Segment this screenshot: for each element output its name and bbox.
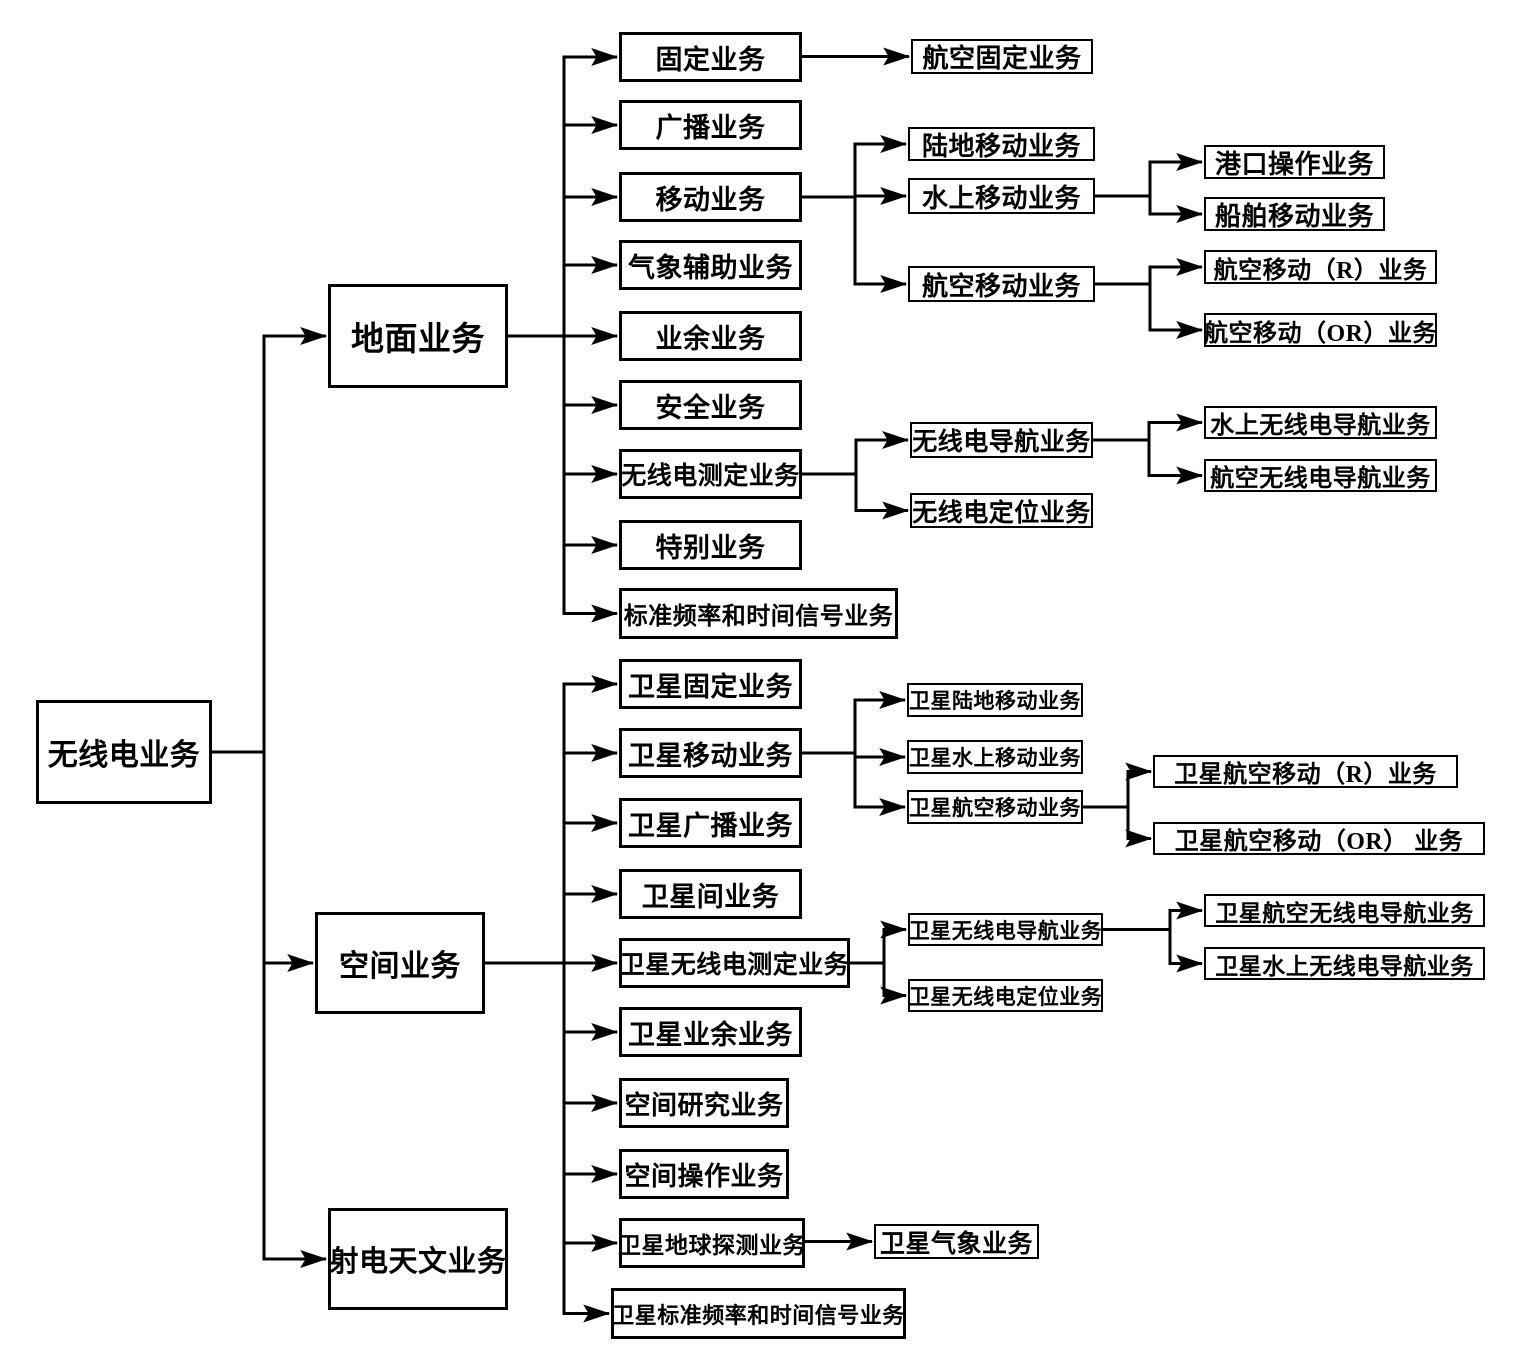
node-radionavigation: 无线电导航业务 xyxy=(910,422,1093,458)
node-maritime-mobile: 水上移动业务 xyxy=(908,178,1095,214)
node-sat-broadcasting: 卫星广播业务 xyxy=(619,798,802,848)
node-sat-aero-radionav: 卫星航空无线电导航业务 xyxy=(1204,894,1485,927)
node-ship-movement: 船舶移动业务 xyxy=(1204,197,1385,231)
node-maritime-radionav: 水上无线电导航业务 xyxy=(1204,406,1437,439)
node-special: 特别业务 xyxy=(619,520,802,570)
node-radiodetermination: 无线电测定业务 xyxy=(619,449,802,499)
node-sat-radiolocation: 卫星无线电定位业务 xyxy=(908,979,1103,1012)
node-radiolocation: 无线电定位业务 xyxy=(910,493,1093,528)
node-sat-maritime-radionav: 卫星水上无线电导航业务 xyxy=(1204,947,1485,980)
node-sat-aero-mobile-r: 卫星航空移动（R）业务 xyxy=(1153,755,1458,788)
node-met-aids: 气象辅助业务 xyxy=(619,240,802,290)
node-space-research: 空间研究业务 xyxy=(619,1078,789,1128)
node-sat-fixed: 卫星固定业务 xyxy=(619,659,802,709)
node-fixed: 固定业务 xyxy=(619,32,802,82)
node-safety: 安全业务 xyxy=(619,380,802,430)
node-sat-amateur: 卫星业余业务 xyxy=(619,1007,802,1057)
node-sat-std-freq-time: 卫星标准频率和时间信号业务 xyxy=(611,1288,906,1339)
node-sat-radiodetermination: 卫星无线电测定业务 xyxy=(619,938,850,988)
node-terrestrial: 地面业务 xyxy=(328,284,508,388)
node-sat-earth-exploration: 卫星地球探测业务 xyxy=(618,1218,806,1268)
node-broadcasting: 广播业务 xyxy=(619,100,802,150)
node-amateur: 业余业务 xyxy=(619,311,802,361)
node-aero-mobile: 航空移动业务 xyxy=(908,266,1095,302)
node-radio: 无线电业务 xyxy=(36,700,212,804)
node-mobile: 移动业务 xyxy=(619,172,802,222)
node-sat-meteorological: 卫星气象业务 xyxy=(874,1224,1039,1259)
node-aero-mobile-r: 航空移动（R）业务 xyxy=(1204,250,1437,284)
node-sat-mobile: 卫星移动业务 xyxy=(619,728,802,778)
node-aero-mobile-or: 航空移动（OR）业务 xyxy=(1204,313,1437,347)
node-sat-radionav: 卫星无线电导航业务 xyxy=(908,913,1103,946)
node-std-freq-time: 标准频率和时间信号业务 xyxy=(619,588,898,639)
node-sat-land-mobile: 卫星陆地移动业务 xyxy=(907,683,1083,717)
node-radio-astronomy: 射电天文业务 xyxy=(328,1208,508,1310)
node-space: 空间业务 xyxy=(315,912,485,1014)
node-land-mobile: 陆地移动业务 xyxy=(908,127,1095,161)
node-sat-aero-mobile-or: 卫星航空移动（OR） 业务 xyxy=(1153,822,1485,855)
node-sat-maritime-mobile: 卫星水上移动业务 xyxy=(907,740,1083,774)
node-sat-aero-mobile: 卫星航空移动业务 xyxy=(907,790,1083,824)
node-inter-satellite: 卫星间业务 xyxy=(619,869,802,919)
node-port-ops: 港口操作业务 xyxy=(1204,145,1385,179)
node-aero-radionav: 航空无线电导航业务 xyxy=(1204,459,1437,492)
node-space-operation: 空间操作业务 xyxy=(619,1149,789,1199)
node-aero-fixed: 航空固定业务 xyxy=(911,39,1093,74)
